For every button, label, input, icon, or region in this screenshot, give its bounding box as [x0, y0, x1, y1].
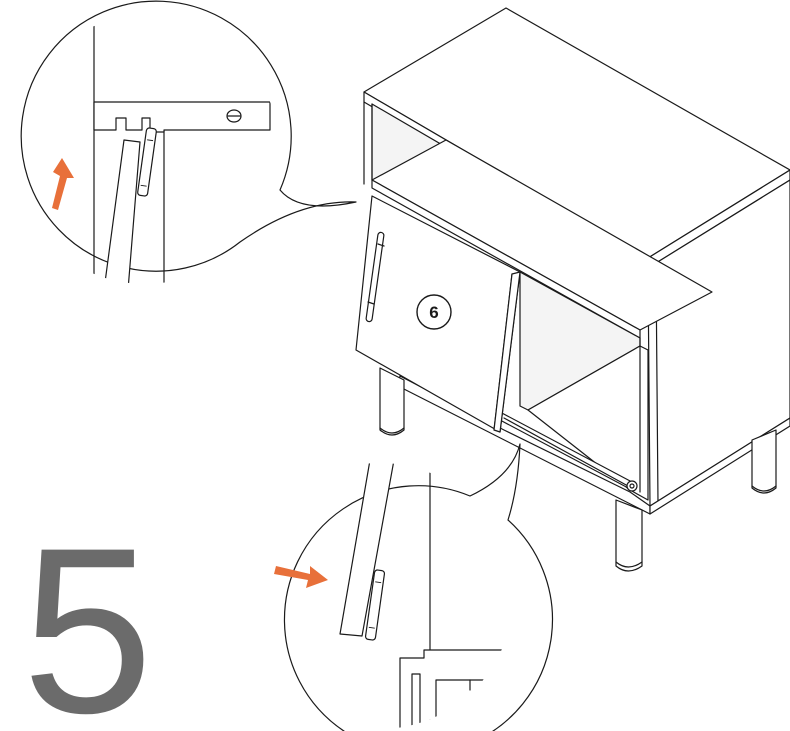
leg-front-left: [379, 367, 405, 436]
detail-callout-bottom: [274, 443, 554, 731]
leg-back-right: [751, 429, 777, 494]
rail-screw-head: [629, 483, 635, 489]
cabinet-side-panel: [647, 179, 790, 507]
cabinet: 6: [355, 7, 790, 572]
arrow-right-icon: [274, 566, 328, 588]
step-number: 5: [22, 499, 153, 731]
door-rail-groove: [503, 417, 629, 487]
arrow-up-icon: [52, 158, 74, 210]
part-label: 6: [429, 303, 438, 322]
callout-bottom-outline: [283, 443, 554, 731]
door-handle: [365, 231, 385, 323]
door-pin-detail-top: [137, 127, 157, 197]
rail-profile-top: [93, 101, 271, 133]
callout-top-outline: [20, 0, 357, 272]
leg-front-right: [615, 499, 643, 572]
door-side-thickness: [493, 271, 521, 433]
rail-screw: [626, 480, 638, 492]
door-edge-detail-top: [103, 139, 141, 284]
door-edge-detail-bottom: [339, 463, 395, 637]
detail-callout-top: [20, 0, 357, 284]
part-label-circle: [416, 294, 452, 330]
door-pin-detail-bottom: [364, 569, 386, 641]
